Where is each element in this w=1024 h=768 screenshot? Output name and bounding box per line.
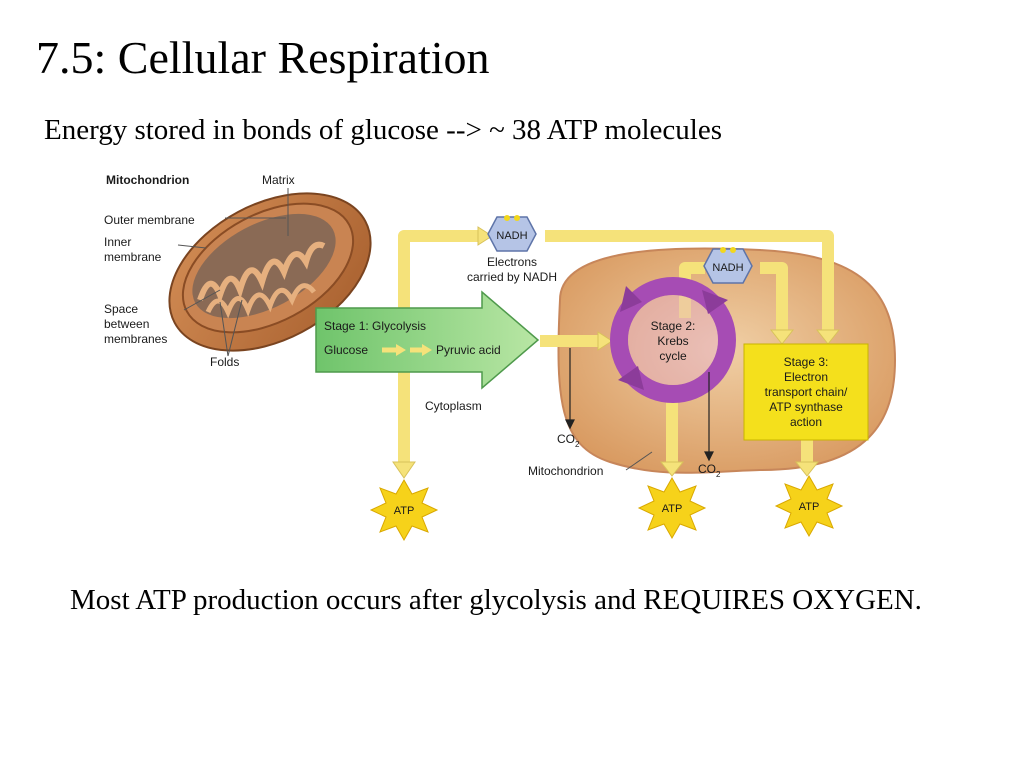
co2-label-2: CO2 [698, 462, 721, 479]
slide-subtitle: Energy stored in bonds of glucose --> ~ … [44, 114, 723, 146]
space-label-line2: between [104, 317, 149, 331]
stage3-line3: transport chain/ [765, 385, 848, 399]
space-label-line1: Space [104, 302, 138, 316]
mitochondrion-pointer [625, 451, 653, 471]
stage3-line5: action [790, 415, 822, 429]
nadh-mid-badge: NADH [703, 247, 753, 284]
stage2-line3: cycle [659, 349, 687, 363]
flow-arrowheads [392, 226, 841, 479]
outer-membrane-label: Outer membrane [104, 213, 195, 227]
slide-note: Most ATP production occurs after glycoly… [70, 584, 922, 616]
atp-label-3: ATP [799, 501, 820, 513]
inner-label-line1: Inner [104, 235, 131, 249]
stage1-glycolysis: Stage 1: Glycolysis Glucose Pyruvic acid [315, 290, 540, 390]
electrons-label-line1: Electrons [487, 255, 537, 269]
co2-label-1: CO2 [557, 432, 580, 449]
slide-title: 7.5: Cellular Respiration [36, 32, 490, 83]
matrix-label: Matrix [262, 173, 295, 187]
atp-star-krebs: ATP [637, 476, 707, 540]
inner-label-line2: membrane [104, 250, 162, 264]
stage3-line2: Electron [784, 370, 828, 384]
mito-heading: Mitochondrion [106, 173, 189, 187]
nadh-mid-label: NADH [712, 262, 743, 274]
co2-arrows [565, 348, 714, 462]
stage2-line1: Stage 2: [651, 319, 696, 333]
atp-star-electron-transport: ATP [774, 474, 844, 538]
space-label-line3: membranes [104, 332, 167, 346]
stage3-line4: ATP synthase [769, 400, 843, 414]
folds-label: Folds [210, 355, 239, 369]
mitochondrion-illustration [168, 188, 372, 357]
atp-star-glycolysis: ATP [369, 478, 439, 542]
stage3-line1: Stage 3: [784, 355, 829, 369]
flow-arrows [398, 230, 834, 465]
nadh-top-badge: NADH [487, 215, 537, 252]
electrons-label-line2: carried by NADH [467, 270, 557, 284]
atp-label-1: ATP [394, 505, 415, 517]
glucose-label: Glucose [324, 343, 368, 357]
stage1-title: Stage 1: Glycolysis [324, 319, 426, 333]
atp-label-2: ATP [662, 503, 683, 515]
stage3-electron-transport: Stage 3: Electron transport chain/ ATP s… [743, 343, 869, 441]
stage2-krebs-cycle: Stage 2: Krebs cycle [610, 277, 736, 403]
nadh-top-label: NADH [496, 230, 527, 242]
stage2-line2: Krebs [657, 334, 688, 348]
pyruvic-acid-label: Pyruvic acid [436, 343, 501, 357]
cytoplasm-label: Cytoplasm [425, 399, 482, 413]
mitochondrion-label: Mitochondrion [528, 464, 603, 478]
